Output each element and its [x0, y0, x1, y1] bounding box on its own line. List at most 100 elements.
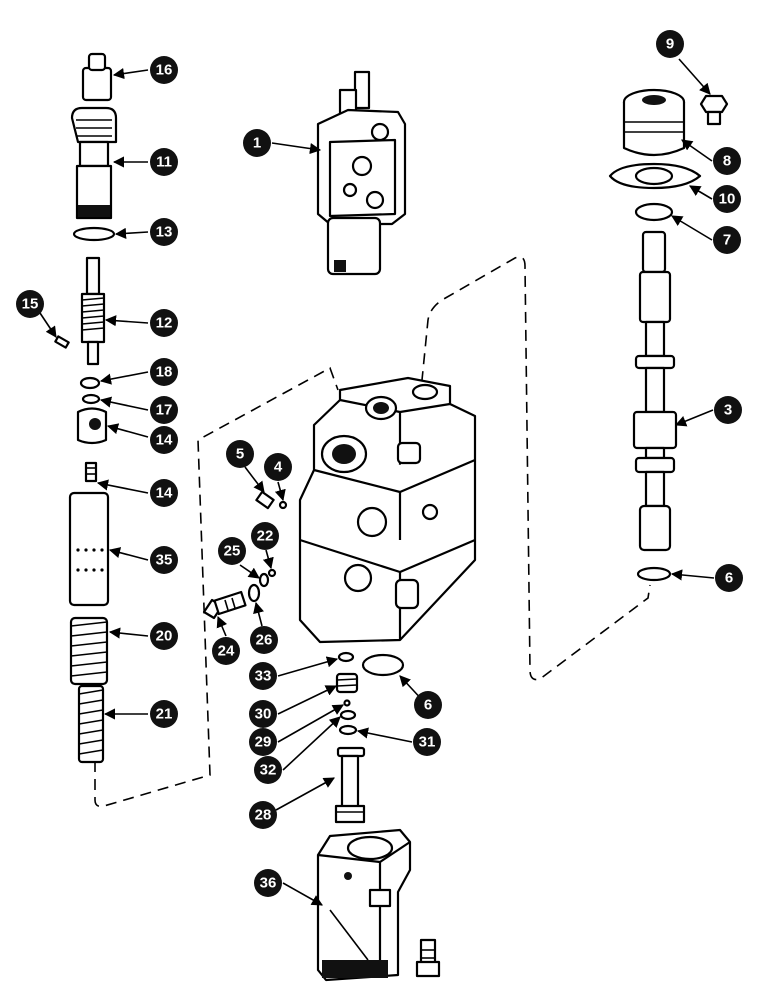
- callout-5: 5: [226, 440, 254, 468]
- callout-20: 20: [150, 622, 178, 650]
- svg-text:4: 4: [274, 459, 283, 476]
- callout-21: 21: [150, 700, 178, 728]
- part-15-pin: [54, 335, 70, 349]
- callout-31: 31: [413, 728, 441, 756]
- svg-text:14: 14: [156, 485, 173, 502]
- callout-14: 14: [150, 479, 178, 507]
- leader-lines: [39, 58, 715, 906]
- callout-11: 11: [150, 148, 178, 176]
- part-5-screw: [255, 490, 275, 510]
- svg-text:22: 22: [257, 528, 274, 545]
- callout-36: 36: [254, 869, 282, 897]
- callout-labels: 16 11 13 12 15 18 17 14 14 35 20 21 1 5 …: [16, 30, 743, 897]
- callout-1: 1: [243, 129, 271, 157]
- svg-text:33: 33: [255, 668, 272, 685]
- callout-15: 15: [16, 290, 44, 318]
- svg-text:29: 29: [255, 734, 272, 751]
- part-9-bolt: [699, 94, 729, 126]
- svg-text:8: 8: [723, 153, 731, 170]
- alignment-lines: [94, 256, 651, 808]
- part-17-ring: [81, 393, 101, 405]
- svg-text:16: 16: [156, 62, 173, 79]
- part-4-ball: [278, 500, 288, 510]
- svg-text:9: 9: [666, 36, 674, 53]
- svg-text:32: 32: [260, 762, 277, 779]
- callout-30: 30: [249, 700, 277, 728]
- svg-text:24: 24: [218, 643, 235, 660]
- callout-4: 4: [264, 453, 292, 481]
- callout-6-center: 6: [414, 691, 442, 719]
- part-6-o-ring-center: [361, 653, 405, 677]
- part-19-cap: [81, 52, 113, 102]
- part-10-flange: [608, 162, 702, 190]
- svg-text:20: 20: [156, 628, 173, 645]
- part-13-collar: [76, 407, 108, 445]
- part-32-ring: [339, 709, 357, 721]
- svg-text:10: 10: [719, 191, 736, 208]
- callout-26: 26: [250, 626, 278, 654]
- part-33-ring: [337, 651, 355, 663]
- callout-33: 33: [249, 662, 277, 690]
- bolt-bottom-right: [415, 938, 441, 978]
- callout-24: 24: [212, 637, 240, 665]
- svg-text:3: 3: [724, 402, 732, 419]
- svg-text:1: 1: [253, 135, 261, 152]
- callout-28: 28: [249, 801, 277, 829]
- svg-text:14: 14: [156, 432, 173, 449]
- svg-text:17: 17: [156, 402, 173, 419]
- svg-text:6: 6: [424, 697, 432, 714]
- part-21-spring: [77, 684, 105, 764]
- callout-25: 25: [218, 537, 246, 565]
- part-25-ring: [258, 572, 270, 588]
- svg-text:31: 31: [419, 734, 436, 751]
- part-29-ball: [343, 699, 351, 707]
- callout-22: 22: [251, 522, 279, 550]
- svg-text:30: 30: [255, 706, 272, 723]
- svg-text:12: 12: [156, 315, 173, 332]
- part-26-ring: [247, 583, 261, 603]
- svg-text:7: 7: [723, 232, 731, 249]
- part-31-ring: [338, 724, 358, 736]
- svg-text:28: 28: [255, 807, 272, 824]
- part-6-o-ring-right: [636, 566, 672, 582]
- part-18-washer: [79, 376, 101, 390]
- part-1-valve-assembly: [316, 70, 407, 276]
- callout-6-right: 6: [715, 564, 743, 592]
- callout-13: 14: [150, 426, 178, 454]
- part-3-spool: [632, 230, 678, 552]
- callout-29: 29: [249, 728, 277, 756]
- part-16-o-ring: [72, 226, 116, 242]
- part-35-sleeve: [68, 491, 110, 607]
- callout-9: 9: [656, 30, 684, 58]
- callout-7: 7: [713, 226, 741, 254]
- svg-text:36: 36: [260, 875, 277, 892]
- part-8-cap: [622, 88, 686, 157]
- part-20-spring: [69, 616, 109, 686]
- svg-text:18: 18: [156, 364, 173, 381]
- callout-19: 16: [150, 56, 178, 84]
- callout-32: 32: [254, 756, 282, 784]
- part-12-spool: [80, 256, 106, 366]
- callout-35: 35: [150, 546, 178, 574]
- part-30-spring: [335, 672, 359, 694]
- valve-body: [298, 376, 477, 644]
- part-24-plug: [202, 590, 247, 620]
- svg-text:13: 13: [156, 224, 173, 241]
- svg-text:21: 21: [156, 706, 173, 723]
- svg-text:35: 35: [156, 552, 173, 569]
- callout-16: 13: [150, 218, 178, 246]
- part-14-screw: [84, 461, 98, 483]
- callout-17: 17: [150, 396, 178, 424]
- part-7-seal: [634, 202, 674, 222]
- callout-3: 3: [714, 396, 742, 424]
- callout-12: 12: [150, 309, 178, 337]
- svg-text:15: 15: [22, 296, 39, 313]
- callout-10: 10: [713, 185, 741, 213]
- part-36-housing: [316, 828, 412, 982]
- svg-text:25: 25: [224, 543, 241, 560]
- part-22-ball: [267, 568, 277, 578]
- svg-text:11: 11: [156, 154, 172, 171]
- svg-text:26: 26: [256, 632, 273, 649]
- part-28-fitting: [334, 746, 366, 824]
- part-11-plunger-housing: [70, 106, 118, 220]
